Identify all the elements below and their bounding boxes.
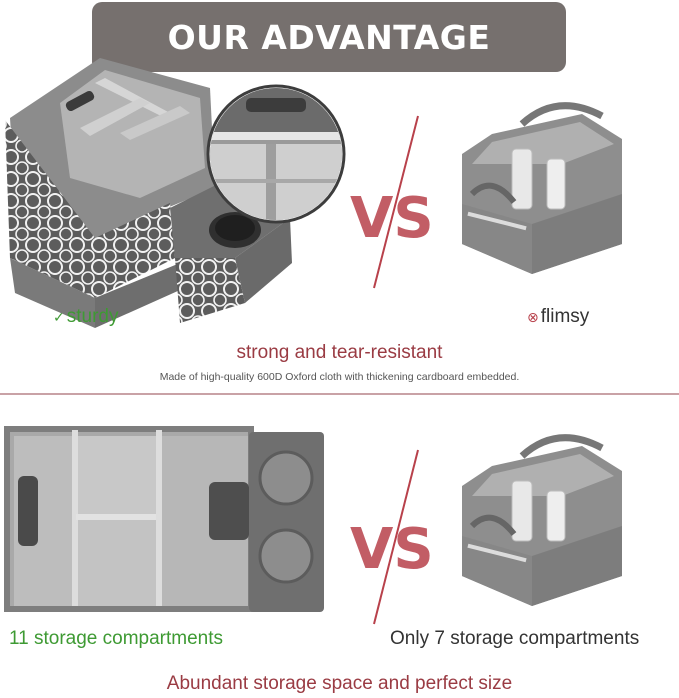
vs-text-top: VS [350, 186, 434, 251]
vs-graphic-top: VS [350, 112, 440, 292]
sturdy-label: ✓sturdy [53, 306, 118, 328]
check-icon: ✓ [53, 309, 65, 325]
flimsy-label: ⊗flimsy [527, 306, 589, 328]
vs-graphic-bottom: VS [350, 448, 440, 628]
our-organizer-image-bottom [4, 416, 324, 612]
competitor-organizer-image-bottom [452, 426, 632, 622]
sturdy-text: sturdy [66, 306, 119, 327]
headline-storage: Abundant storage space and perfect size [166, 673, 513, 694]
vs-text-bottom: VS [350, 517, 434, 582]
competitor-organizer-image-top [452, 94, 632, 290]
headline-strong: strong and tear-resistant [236, 342, 443, 363]
section-divider [0, 393, 679, 395]
advantage-banner: OUR ADVANTAGE [92, 2, 566, 72]
seven-compartments-label: Only 7 storage compartments [390, 628, 640, 649]
eleven-compartments-label: 11 storage compartments [9, 628, 224, 649]
banner-title: OUR ADVANTAGE [167, 17, 491, 57]
cross-circle-icon: ⊗ [527, 309, 539, 325]
material-description: Made of high-quality 600D Oxford cloth w… [159, 371, 520, 383]
flimsy-text: flimsy [540, 306, 590, 327]
zoom-detail-circle [206, 84, 346, 224]
